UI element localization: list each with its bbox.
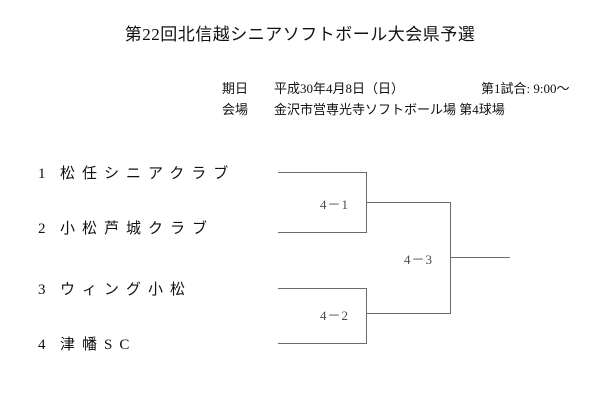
bracket-team-2-name: 小松芦城クラブ: [60, 221, 215, 237]
bracket-team-3-seed: 3: [38, 282, 46, 298]
bracket-team-3: 3 ウィング小松: [38, 278, 192, 299]
bracket-team-3-name: ウィング小松: [60, 282, 193, 298]
bracket-team-1-line: [278, 172, 366, 173]
event-date-row: 期日 平成30年4月8日（日） 第1試合: 9:00〜: [222, 78, 569, 99]
event-venue-label: 会場: [222, 102, 249, 117]
bracket-team-4-name: 津幡SC: [60, 337, 137, 353]
bracket-team-3-line: [278, 288, 366, 289]
bracket-team-1-seed: 1: [38, 166, 46, 182]
bracket-match-label-4-3: 4－3: [404, 252, 434, 267]
bracket-team-2-seed: 2: [38, 221, 46, 237]
bracket-team-2: 2 小松芦城クラブ: [38, 217, 214, 238]
event-venue-value: 金沢市営専光寺ソフトボール場 第4球場: [274, 102, 505, 117]
first-game-time: 第1試合: 9:00〜: [481, 81, 570, 96]
bracket-team-1-name: 松任シニアクラブ: [60, 166, 236, 182]
bracket-team-4-line: [278, 343, 366, 344]
event-venue-row: 会場 金沢市営専光寺ソフトボール場 第4球場: [222, 99, 505, 120]
bracket-final-connector: [450, 202, 451, 314]
bracket-semifinal-2-connector: [366, 288, 367, 344]
bracket-match-label-4-2: 4－2: [320, 308, 350, 323]
bracket-semifinal-1-output-line: [366, 202, 450, 203]
event-date-value: 平成30年4月8日（日）: [274, 81, 405, 96]
event-info-block: 期日 平成30年4月8日（日） 第1試合: 9:00〜 会場 金沢市営専光寺ソフトボ…: [222, 78, 569, 120]
bracket-team-4-seed: 4: [38, 337, 46, 353]
bracket-team-2-line: [278, 232, 366, 233]
event-date-label: 期日: [222, 81, 249, 96]
bracket-semifinal-2-output-line: [366, 313, 450, 314]
bracket-team-4: 4 津幡SC: [38, 333, 136, 354]
bracket-champion-line: [450, 257, 510, 258]
bracket-team-1: 1 松任シニアクラブ: [38, 162, 235, 183]
page-title: 第22回北信越シニアソフトボール大会県予選: [124, 25, 476, 44]
bracket-match-label-4-1: 4－1: [320, 197, 350, 212]
